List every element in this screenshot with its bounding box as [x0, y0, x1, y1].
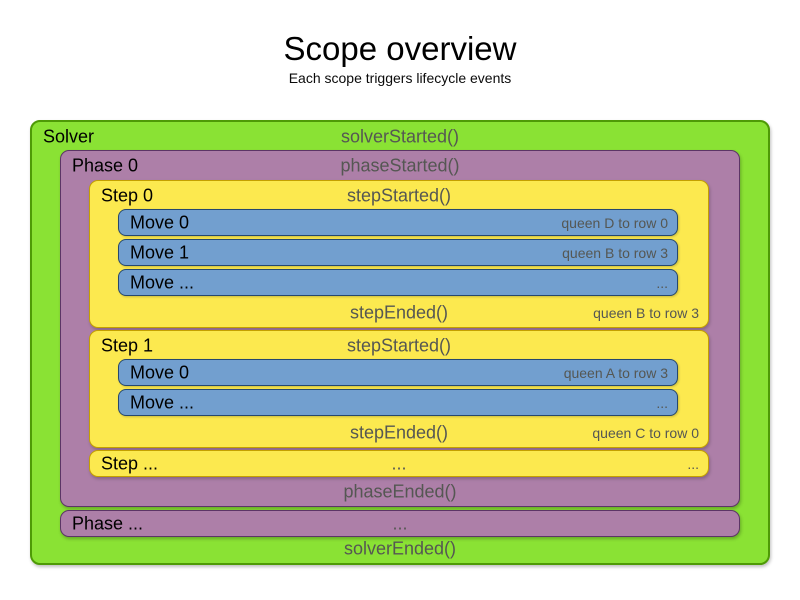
step0-footer-row: stepEnded() queen B to row 3 — [90, 298, 708, 327]
phase0-label: Phase 0 — [72, 155, 139, 175]
phase-more-center-ellipsis: ... — [392, 513, 408, 533]
phase0-footer-row: phaseEnded() — [61, 477, 739, 506]
step0-label: Step 0 — [101, 185, 154, 205]
step1-started-event: stepStarted() — [346, 335, 452, 355]
move-note: queen B to row 3 — [562, 244, 668, 261]
step-more-row: Step ... ... ... — [90, 451, 708, 476]
step1-ended-note: queen C to row 0 — [592, 424, 699, 441]
step0-header-row: Step 0 stepStarted() — [90, 181, 708, 210]
step-more-center-ellipsis: ... — [391, 453, 407, 473]
step0-scope-box: Step 0 stepStarted() Move 0 queen D to r… — [89, 180, 709, 328]
step0-ended-event: stepEnded() — [349, 302, 449, 322]
step-more-right-ellipsis: ... — [687, 455, 699, 472]
step1-move0-box: Move 0 queen A to row 3 — [118, 359, 678, 386]
move-note: queen A to row 3 — [563, 364, 668, 381]
step0-move-more-box: Move ... ... — [118, 269, 678, 296]
diagram-subtitle: Each scope triggers lifecycle events — [288, 70, 512, 86]
phase0-header-row: Phase 0 phaseStarted() — [61, 151, 739, 180]
move-note: ... — [656, 394, 668, 411]
phase-ended-event: phaseEnded() — [343, 481, 457, 501]
step1-label: Step 1 — [101, 335, 154, 355]
diagram-title: Scope overview — [283, 30, 517, 67]
step-more-scope-box: Step ... ... ... — [89, 450, 709, 477]
move-label: Move ... — [130, 392, 195, 412]
solver-header-row: Solver solverStarted() — [32, 122, 768, 151]
step1-scope-box: Step 1 stepStarted() Move 0 queen A to r… — [89, 330, 709, 448]
step-more-label: Step ... — [101, 453, 159, 473]
move-label: Move ... — [130, 272, 195, 292]
solver-scope-box: Solver solverStarted() Phase 0 phaseStar… — [30, 120, 770, 565]
move-note: queen D to row 0 — [561, 214, 668, 231]
phase-started-event: phaseStarted() — [340, 155, 460, 175]
solver-ended-event: solverEnded() — [343, 538, 457, 558]
solver-label: Solver — [43, 126, 95, 146]
phase-more-scope-box: Phase ... ... — [60, 510, 740, 537]
step1-header-row: Step 1 stepStarted() — [90, 331, 708, 360]
step0-ended-note: queen B to row 3 — [593, 304, 699, 321]
move-label: Move 0 — [130, 362, 190, 382]
step0-started-event: stepStarted() — [346, 185, 452, 205]
step0-move0-box: Move 0 queen D to row 0 — [118, 209, 678, 236]
step1-move-more-box: Move ... ... — [118, 389, 678, 416]
move-label: Move 1 — [130, 242, 190, 262]
step1-footer-row: stepEnded() queen C to row 0 — [90, 418, 708, 447]
phase0-scope-box: Phase 0 phaseStarted() Step 0 stepStarte… — [60, 150, 740, 507]
move-label: Move 0 — [130, 212, 190, 232]
phase-more-row: Phase ... ... — [61, 511, 739, 536]
solver-footer-row: solverEnded() — [32, 534, 768, 563]
phase-more-label: Phase ... — [72, 513, 144, 533]
solver-started-event: solverStarted() — [340, 126, 460, 146]
step0-move1-box: Move 1 queen B to row 3 — [118, 239, 678, 266]
move-note: ... — [656, 274, 668, 291]
step1-ended-event: stepEnded() — [349, 422, 449, 442]
